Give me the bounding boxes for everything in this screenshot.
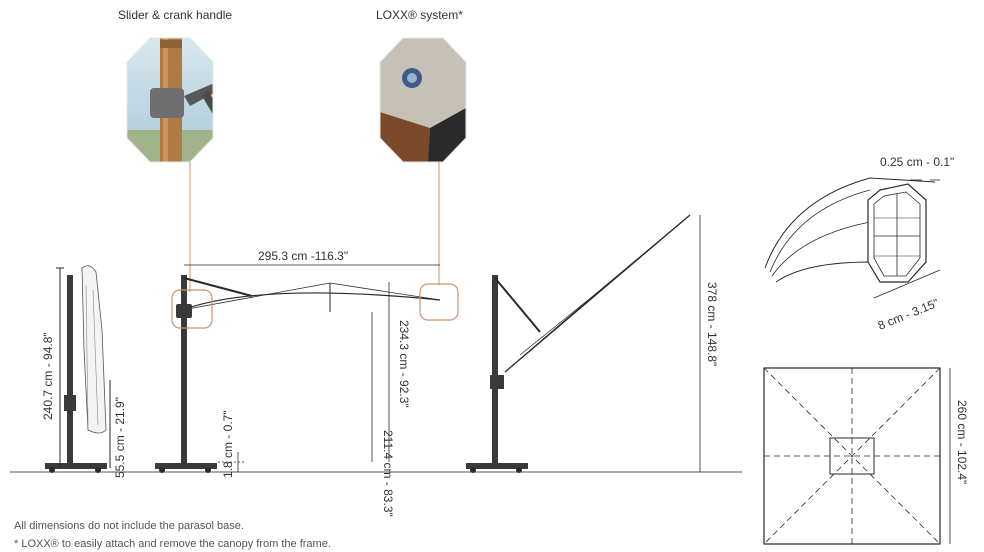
loxx-feature-label: LOXX® system* [376,8,463,22]
folded-height-dimension: 240.7 cm - 94.8" [41,332,55,420]
slider-photo [126,37,214,163]
open-parasol [155,264,459,473]
top-height-dimension: 234.3 cm - 92.3" [397,320,411,408]
pole-section-dimension: 8 cm - 3.15" [876,296,941,333]
span-dimension: 295.3 cm -116.3" [258,249,348,263]
loxx-photo [379,37,467,163]
note-line-2: * LOXX® to easily attach and remove the … [14,538,331,550]
wall-thickness-dimension: 0.25 cm - 0.1" [880,155,954,169]
tilted-height-dimension: 378 cm - 148.8" [705,282,719,366]
base-clearance-dimension: 1.8 cm - 0.7" [221,410,235,478]
canopy-size-dimension: 260 cm - 102.4" [955,400,969,484]
ground-clearance-dimension: 211.4 cm - 83.3" [381,430,395,517]
slider-feature-label: Slider & crank handle [118,8,233,22]
tilted-parasol [466,214,701,473]
note-line-1: All dimensions do not include the paraso… [14,520,244,532]
folded-parasol [45,265,111,473]
folded-width-dimension: 55.5 cm - 21.9" [113,397,127,478]
canopy-top-view [763,367,951,545]
pole-profile [764,177,941,299]
